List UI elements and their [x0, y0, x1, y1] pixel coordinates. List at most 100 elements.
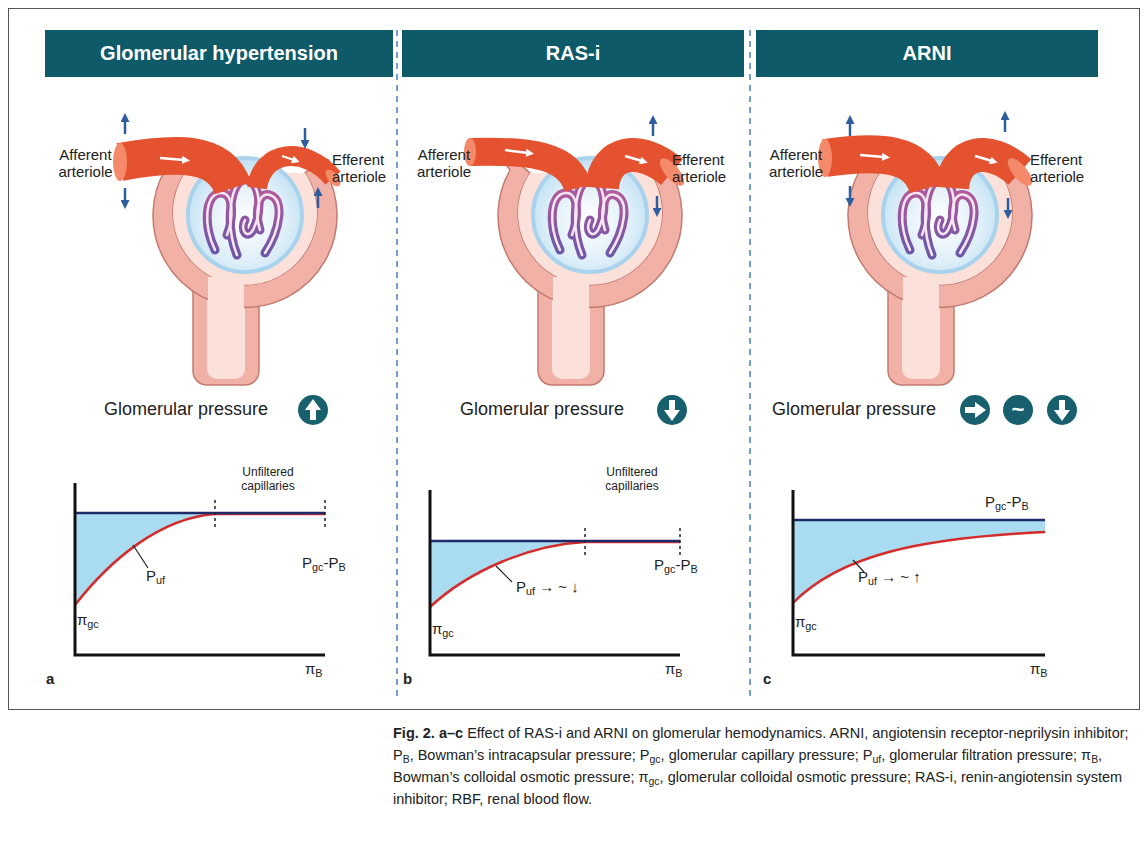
node-text: RAS-i: [546, 42, 600, 65]
svg-line: [656, 196, 659, 210]
subscript: B: [690, 563, 697, 575]
svg-path: [430, 541, 585, 607]
subscript: gc: [664, 563, 675, 575]
svg-line: [317, 194, 320, 208]
glomerulus: [153, 158, 337, 385]
svg-line: [849, 122, 852, 136]
svg-line: [496, 566, 512, 582]
svg-line: [124, 120, 127, 134]
region-label: Unfiltered capillaries: [228, 466, 308, 494]
figure-frame: [9, 9, 1140, 710]
axis-label: πB: [305, 660, 345, 677]
svg-path: [793, 490, 1045, 655]
svg-line: [430, 540, 680, 543]
subscript: uf: [868, 575, 877, 587]
svg-line: [124, 188, 127, 202]
row-label: Glomerular pressure: [772, 399, 972, 420]
subscript: uf: [873, 754, 882, 765]
row-label: Glomerular pressure: [104, 399, 304, 420]
subscript: B: [1021, 500, 1028, 512]
node-text: Glomerular hypertension: [100, 42, 338, 65]
subscript: B: [1091, 754, 1098, 765]
subscript: B: [338, 561, 345, 573]
svg-path: [75, 483, 325, 655]
panel-letter: c: [763, 670, 783, 687]
part-label: Afferent arteriole: [408, 146, 480, 181]
svg-path: [430, 542, 680, 607]
subscript: uf: [526, 585, 535, 597]
svg-line: [793, 519, 1045, 522]
pressure-icons: [298, 395, 1077, 425]
svg-path: [825, 154, 928, 188]
pressure-icon: ~: [1003, 395, 1033, 425]
subscript: gc: [995, 500, 1006, 512]
axis-value: Pgc-PB: [985, 493, 1065, 510]
svg-path: [160, 158, 184, 160]
svg-line: [304, 128, 307, 142]
glomerulus: [848, 158, 1032, 385]
axis-value: πgc: [432, 620, 482, 637]
subscript: B: [315, 667, 322, 679]
subscript: gc: [312, 561, 323, 573]
subscript: uf: [156, 574, 165, 586]
svg-path: [75, 513, 215, 605]
subscript: gc: [87, 618, 98, 630]
svg-path: [470, 152, 578, 188]
glomerulus: [498, 158, 682, 385]
svg-polygon: [664, 400, 680, 421]
part-label: Afferent arteriole: [48, 146, 123, 181]
subscript: B: [675, 667, 682, 679]
svg-path: [120, 156, 233, 188]
svg-path: [793, 520, 1045, 603]
svg-ellipse: [113, 143, 127, 181]
panel-header: Glomerular hypertension: [45, 30, 393, 77]
svg-line: [1004, 118, 1007, 132]
svg-circle: [960, 395, 990, 425]
svg-path: [625, 156, 642, 161]
filtration-graph: [430, 490, 680, 655]
subscript: gc: [650, 754, 661, 765]
svg-line: [1007, 198, 1010, 212]
svg-circle: [657, 395, 687, 425]
panel-letter: b: [403, 670, 423, 687]
svg-line: [584, 528, 586, 555]
axis-value: Pgc-PB: [654, 556, 734, 573]
curve-label: Puf → ~ ↓: [516, 578, 646, 595]
svg-polygon: [305, 399, 321, 420]
panel-divider: [396, 30, 398, 700]
node-text: ~: [1012, 399, 1025, 421]
svg-line: [679, 528, 681, 555]
axis-value: πgc: [795, 613, 845, 630]
subscript: B: [403, 754, 410, 765]
subscript: gc: [442, 627, 453, 639]
caption-lead: Fig. 2. a–c: [393, 725, 463, 741]
svg-line: [324, 500, 326, 527]
subscript: B: [1040, 667, 1047, 679]
subscript: gc: [649, 776, 660, 787]
svg-path: [75, 514, 325, 605]
part-label: Efferent arteriole: [672, 151, 742, 186]
svg-path: [430, 490, 680, 655]
svg-path: [975, 156, 992, 161]
region-label: Unfiltered capillaries: [592, 466, 672, 494]
arterioles: [113, 138, 1036, 190]
svg-circle: [1047, 395, 1077, 425]
svg-polygon: [1054, 400, 1070, 421]
node-text: ARNI: [903, 42, 952, 65]
svg-line: [75, 512, 325, 515]
panel-letter: a: [46, 670, 66, 687]
row-label: Glomerular pressure: [460, 399, 660, 420]
panel-divider: [749, 30, 751, 700]
svg-circle: [298, 395, 328, 425]
panel-header: RAS-i: [402, 30, 744, 77]
svg-path: [257, 156, 333, 188]
axis-label: πB: [1030, 660, 1070, 677]
svg-path: [793, 532, 1045, 603]
subscript: gc: [805, 620, 816, 632]
svg-line: [133, 545, 148, 568]
svg-line: [214, 500, 216, 527]
part-label: Efferent arteriole: [1030, 151, 1100, 186]
panel-header: ARNI: [756, 30, 1098, 77]
